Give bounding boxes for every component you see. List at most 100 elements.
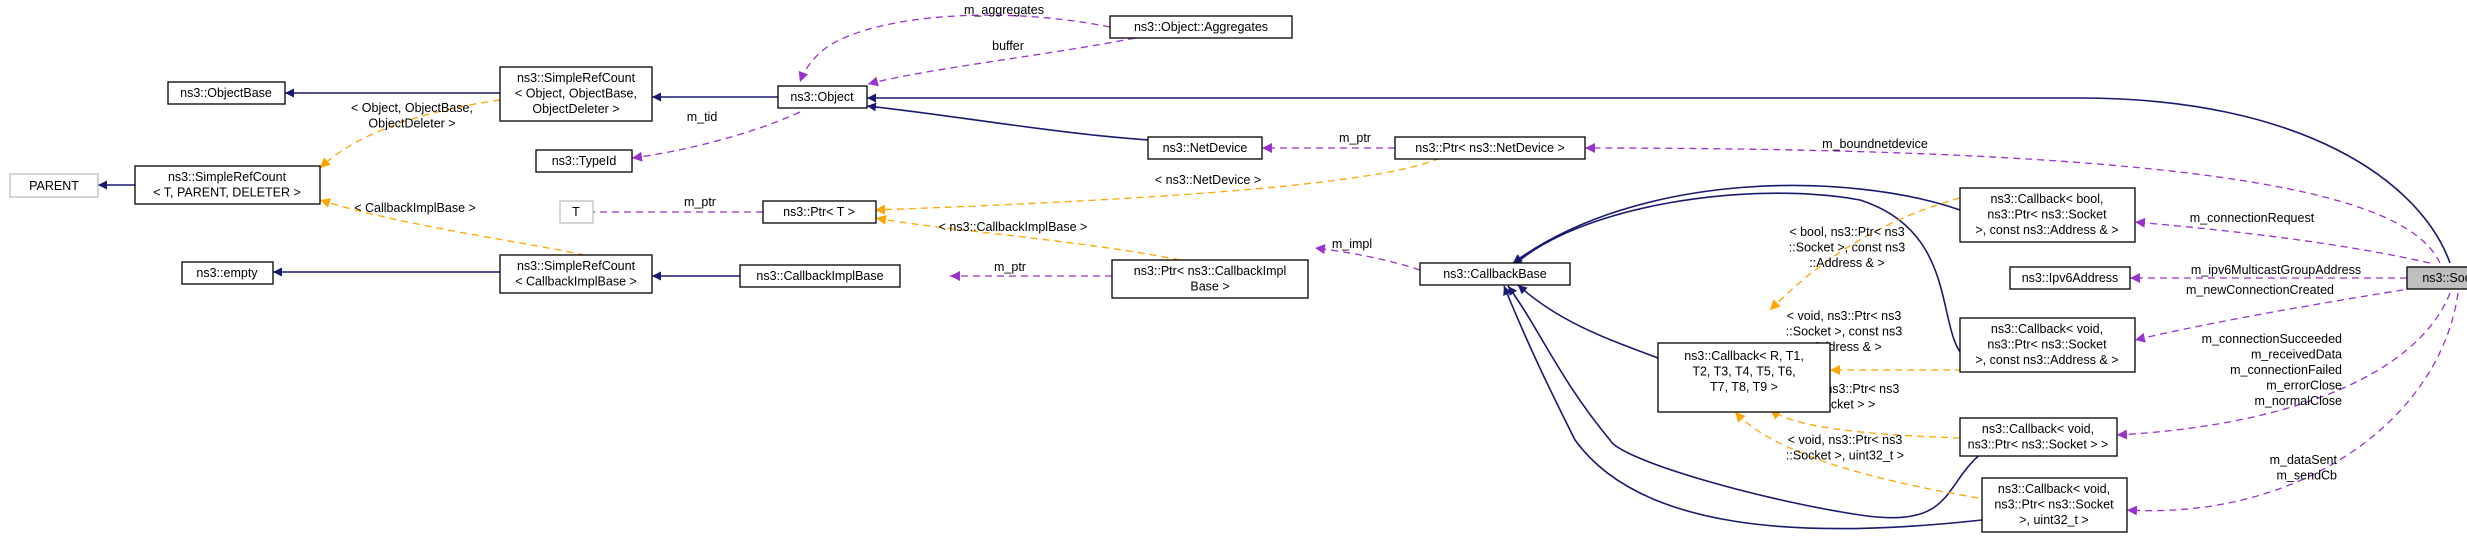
edge-cb-void-uint-to-socket [2126,292,2459,516]
edge-ptr-netdevice-tpl [874,157,1441,215]
text-line: ns3::Ptr< ns3::Socket [1987,208,2107,222]
text-line: ns3::Callback< bool, [1991,192,2104,206]
text-line: ns3::Ptr< T > [783,205,855,219]
svg-text:ns3::SimpleRefCount< T, PARENT: ns3::SimpleRefCount< T, PARENT, DELETER … [153,170,301,200]
text-line: T2, T3, T4, T5, T6, [1692,365,1795,379]
label-tpl-netdevice: < ns3::NetDevice > [1155,173,1261,187]
node-simplerefcount-t-parent-deleter[interactable]: ns3::SimpleRefCount< T, PARENT, DELETER … [134,165,321,205]
node-callbackimplbase[interactable]: ns3::CallbackImplBase [739,264,901,288]
node-callbackbase[interactable]: ns3::CallbackBase [1419,262,1571,286]
text-line: ns3::SimpleRefCount [168,170,287,184]
edge-cb-bool-tpl [1769,197,1961,311]
text-line: ns3::TypeId [552,154,617,168]
text-line: m_connectionRequest [2190,211,2315,225]
svg-text:ns3::Callback< bool,ns3::Ptr<: ns3::Callback< bool,ns3::Ptr< ns3::Socke… [1975,192,2118,237]
node-objectbase[interactable]: ns3::ObjectBase [167,81,286,105]
node-object[interactable]: ns3::Object [777,85,868,109]
edge-socket-to-object [867,93,2451,264]
text-line: < bool, ns3::Ptr< ns3 [1789,225,1904,239]
text-line: < T, PARENT, DELETER > [153,186,301,200]
text-line: ns3::Callback< void, [1998,482,2110,496]
text-line: ObjectDeleter > [368,117,455,131]
edge-simplerefcount-cb-tpl [319,198,586,256]
node-ptr-netdevice[interactable]: ns3::Ptr< ns3::NetDevice > [1394,136,1586,160]
text-line: ns3::Callback< void, [1982,422,2094,436]
label-m-ipv6multicastgroupaddress: m_ipv6MulticastGroupAddress [2191,263,2361,277]
label-tpl-cbimplbase-src: < CallbackImplBase > [354,201,476,215]
text-line: >, uint32_t > [2019,513,2089,527]
text-line: ns3::SimpleRefCount [517,71,636,85]
edge-cb-void-addr-to-socket [2134,287,2416,343]
node-simplerefcount-object[interactable]: ns3::SimpleRefCount< Object, ObjectBase,… [499,66,653,122]
edge-ptr-cbimpl-tpl [875,214,1181,261]
text-line: buffer [992,39,1024,53]
text-line: ns3::Object::Aggregates [1134,20,1268,34]
text-line: ns3::SimpleRefCount [517,259,636,273]
svg-text:ns3::SimpleRefCount< Object, O: ns3::SimpleRefCount< Object, ObjectBase,… [515,71,637,116]
edge-cb-void-to-socket [2116,292,2451,440]
svg-text:ns3::Callback< void,ns3::Ptr<: ns3::Callback< void,ns3::Ptr< ns3::Socke… [1968,422,2109,452]
node-socket[interactable]: ns3::Socket [2406,266,2467,290]
label-m-newconnectioncreated: m_newConnectionCreated [2186,283,2334,297]
text-line: < CallbackImplBase > [354,201,476,215]
edge-callback-tpl-to-callbackbase [1517,284,1659,359]
node-callback-void-address[interactable]: ns3::Callback< void,ns3::Ptr< ns3::Socke… [1959,317,2136,373]
svg-text:PARENT: PARENT [29,179,79,193]
edge-cb-void-to-callbackbase [1507,285,1991,519]
text-line: m_connectionFailed [2230,363,2342,377]
text-line: ::Socket >, const ns3 [1786,325,1902,339]
node-ptr-t[interactable]: ns3::Ptr< T > [762,200,877,224]
node-parent[interactable]: PARENT [9,173,99,198]
edge-cb-void-uint-to-callbackbase [1503,285,1983,530]
text-line: ns3::Socket [2422,271,2467,285]
text-line: < void, ns3::Ptr< ns3 [1787,309,1902,323]
svg-text:ns3::Callback< R, T1,T2, T3, T: ns3::Callback< R, T1,T2, T3, T4, T5, T6,… [1684,349,1804,394]
svg-text:ns3::SimpleRefCount< CallbackI: ns3::SimpleRefCount< CallbackImplBase > [515,259,637,289]
text-line: ns3::empty [196,266,258,280]
svg-text:ns3::Callback< void,ns3::Ptr<: ns3::Callback< void,ns3::Ptr< ns3::Socke… [1975,322,2118,367]
label-m-ptr-t: m_ptr [684,195,716,209]
text-line: T7, T8, T9 > [1710,380,1778,394]
node-callback-void-uint32[interactable]: ns3::Callback< void,ns3::Ptr< ns3::Socke… [1981,477,2128,533]
svg-text:ns3::CallbackBase: ns3::CallbackBase [1443,267,1547,281]
text-line: < Object, ObjectBase, [515,87,637,101]
text-line: m_ptr [1339,131,1371,145]
edge-simplerefcount-obj-tpl [319,99,501,169]
text-line: < ns3::CallbackImplBase > [939,220,1088,234]
svg-text:ns3::Callback< void,ns3::Ptr<: ns3::Callback< void,ns3::Ptr< ns3::Socke… [1994,482,2114,527]
text-line: ns3::NetDevice [1163,141,1248,155]
node-callback-template[interactable]: ns3::Callback< R, T1,T2, T3, T4, T5, T6,… [1657,342,1831,413]
label-m-connectionrequest: m_connectionRequest [2190,211,2315,225]
text-line: m_sendCb [2277,469,2337,483]
node-object-aggregates[interactable]: ns3::Object::Aggregates [1109,15,1293,39]
text-line: m_dataSent [2270,453,2338,467]
text-line: ns3::CallbackImplBase [756,269,883,283]
edge-ptr-cbimpl-to-callbackbase [1314,244,1421,271]
edge-object-to-aggregates-buffer [867,37,1136,87]
node-t[interactable]: T [559,200,594,224]
svg-text:T: T [572,205,580,219]
edge-aggregates-to-object-m-aggregates [798,14,1111,83]
svg-text:ns3::Ptr< ns3::NetDevice >: ns3::Ptr< ns3::NetDevice > [1415,141,1564,155]
text-line: m_boundnetdevice [1822,137,1928,151]
text-line: < ns3::NetDevice > [1155,173,1261,187]
text-line: m_receivedData [2251,348,2342,362]
node-netdevice[interactable]: ns3::NetDevice [1147,136,1263,160]
node-typeid[interactable]: ns3::TypeId [535,149,633,173]
text-line: m_aggregates [964,3,1044,17]
label-m-boundnetdevice: m_boundnetdevice [1822,137,1928,151]
edge-typeid-to-object-m-tid [631,111,801,162]
node-empty[interactable]: ns3::empty [181,261,274,285]
text-line: m_newConnectionCreated [2186,283,2334,297]
label-m-ptr-netdevice: m_ptr [1339,131,1371,145]
text-line: < void, ns3::Ptr< ns3 [1788,433,1903,447]
node-callback-bool-address[interactable]: ns3::Callback< bool,ns3::Ptr< ns3::Socke… [1959,187,2136,243]
text-line: ::Socket >, uint32_t > [1786,449,1904,463]
node-callback-void[interactable]: ns3::Callback< void,ns3::Ptr< ns3::Socke… [1959,417,2118,457]
text-line: ns3::Ptr< ns3::NetDevice > [1415,141,1564,155]
edge-cb-bool-to-callbackbase [1512,184,1961,264]
node-simplerefcount-callbackimplbase[interactable]: ns3::SimpleRefCount< CallbackImplBase > [499,254,653,294]
node-ipv6address[interactable]: ns3::Ipv6Address [2009,266,2131,290]
